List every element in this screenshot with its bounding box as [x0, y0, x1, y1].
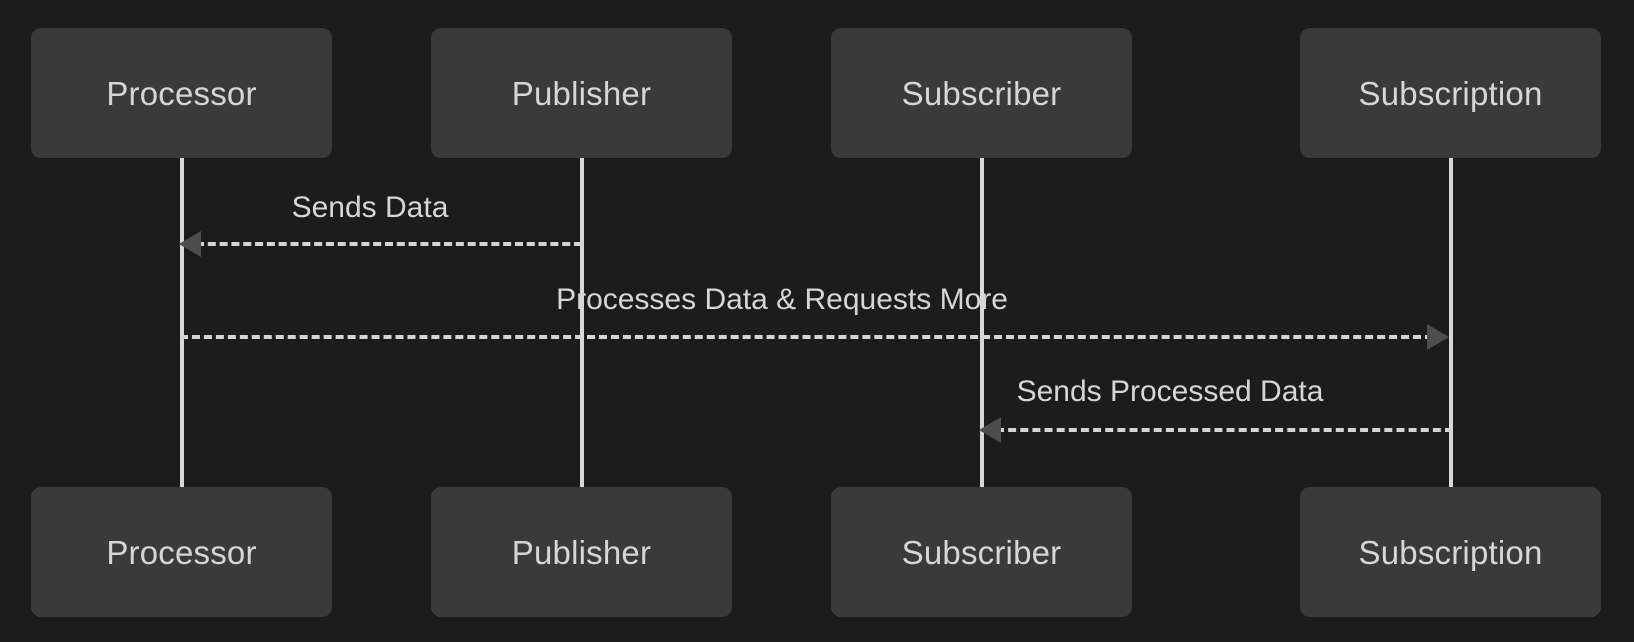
- lifeline-processor: [180, 158, 184, 488]
- participant-label-processor: Processor: [106, 74, 257, 112]
- participant-header-processor[interactable]: Processor: [31, 28, 332, 158]
- participant-header-publisher[interactable]: Publisher: [431, 28, 732, 158]
- participant-label-subscriber: Subscriber: [901, 74, 1062, 112]
- participant-label-publisher: Publisher: [511, 74, 652, 112]
- participant-label-subscriber-footer: Subscriber: [901, 533, 1062, 571]
- participant-label-subscription: Subscription: [1358, 74, 1543, 112]
- message-line-processes-data: [180, 335, 1433, 339]
- message-label-sends-processed-data: Sends Processed Data: [1016, 375, 1324, 408]
- participant-footer-subscription[interactable]: Subscription: [1300, 487, 1601, 617]
- participant-header-subscriber[interactable]: Subscriber: [831, 28, 1132, 158]
- arrowhead-right-icon-processes-data: [1427, 324, 1449, 350]
- arrowhead-left-icon-sends-processed-data: [979, 417, 1001, 443]
- participant-footer-processor[interactable]: Processor: [31, 487, 332, 617]
- lifeline-subscriber: [980, 158, 984, 488]
- lifeline-subscription: [1449, 158, 1453, 488]
- lifeline-publisher: [580, 158, 584, 488]
- arrowhead-left-icon-sends-data: [179, 231, 201, 257]
- message-label-processes-data: Processes Data & Requests More: [556, 283, 1008, 316]
- participant-label-processor-footer: Processor: [106, 533, 257, 571]
- message-label-sends-data: Sends Data: [291, 191, 449, 224]
- message-line-sends-data: [196, 242, 582, 246]
- participant-label-subscription-footer: Subscription: [1358, 533, 1543, 571]
- participant-label-publisher-footer: Publisher: [511, 533, 652, 571]
- participant-footer-subscriber[interactable]: Subscriber: [831, 487, 1132, 617]
- message-line-sends-processed-data: [996, 428, 1453, 432]
- participant-header-subscription[interactable]: Subscription: [1300, 28, 1601, 158]
- participant-footer-publisher[interactable]: Publisher: [431, 487, 732, 617]
